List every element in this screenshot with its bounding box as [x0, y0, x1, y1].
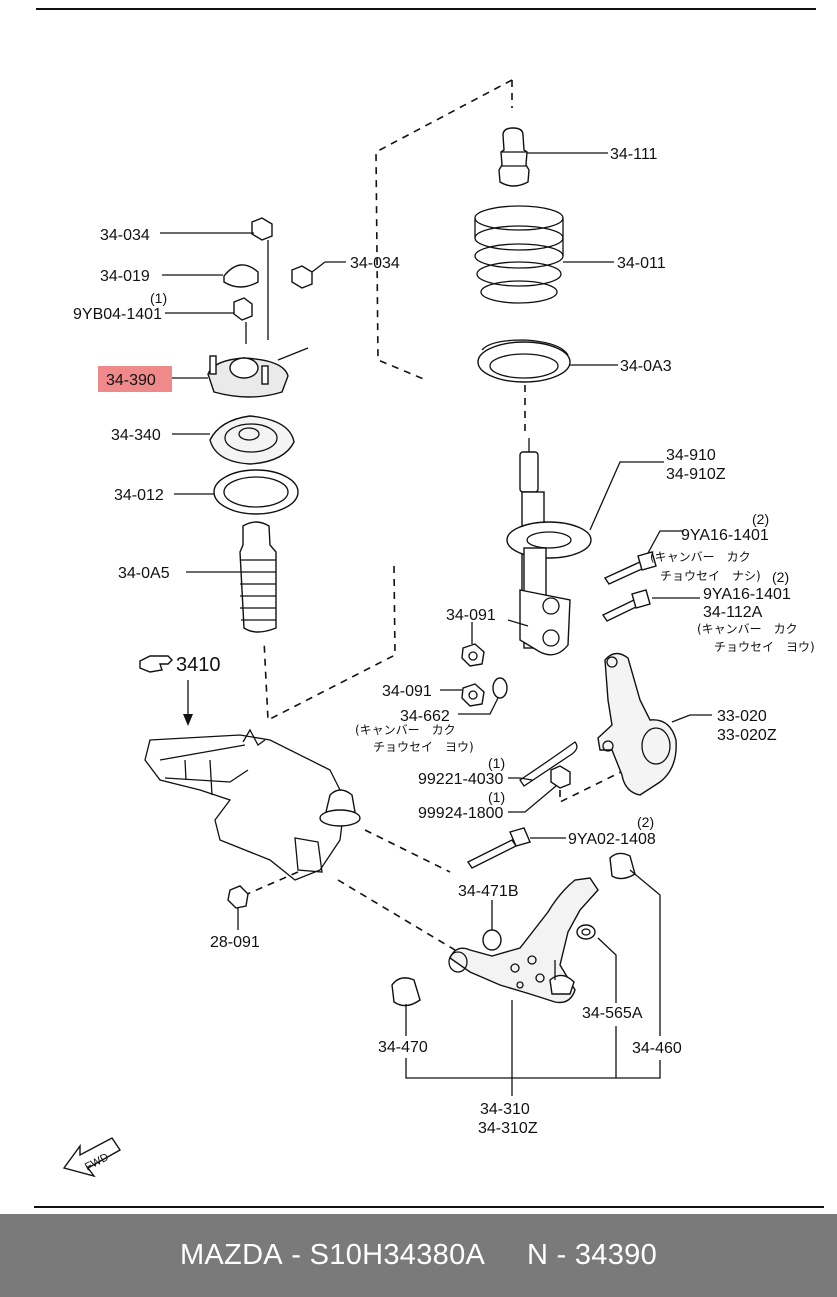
label-34-011[interactable]: 34-011: [617, 255, 666, 272]
suspension-diagram: FWD: [62, 79, 815, 1178]
footer-n: N: [526, 1239, 549, 1271]
coil-spring-drawing: [474, 205, 564, 304]
label-34-111[interactable]: 34-111: [610, 146, 658, 163]
footer-caption: MAZDA - S10H34380A N - 34390: [0, 1214, 837, 1297]
top-border: [36, 8, 816, 10]
upper-seat-drawing: [209, 415, 295, 465]
qty-9ya02: (2): [637, 814, 654, 830]
label-99924-1800[interactable]: 99924-1800: [418, 805, 504, 822]
cotter-pin-drawing: [519, 741, 578, 789]
label-9ya16-1401-b[interactable]: 9YA16-1401: [703, 586, 791, 603]
part-labels: 34-111 34-034 34-034 34-011 34-019 (1) 9…: [73, 146, 815, 1137]
footer-sep-2: -: [548, 1239, 575, 1271]
insulator-ring-drawing: [213, 469, 299, 515]
lower-arm-drawing: [448, 877, 599, 1004]
label-34-470[interactable]: 34-470: [378, 1039, 428, 1056]
note-camber-a2: チョウセイ ナシ): [660, 569, 761, 583]
footer-part-number: 34390: [574, 1239, 658, 1271]
note-camber-b2: チョウセイ ヨウ): [714, 640, 815, 654]
qty-9ya16-b: (2): [772, 569, 789, 585]
spring-seat-drawing: [477, 339, 571, 383]
subframe-nut-drawing: [227, 885, 249, 909]
note-camber-c1: (キャンバー カク: [355, 723, 456, 737]
qty-9yb04: (1): [150, 290, 167, 306]
label-28-091[interactable]: 28-091: [210, 934, 260, 951]
label-34-910[interactable]: 34-910: [666, 447, 716, 464]
label-group-3410[interactable]: 3410: [176, 654, 221, 676]
pointing-hand-icon: [139, 655, 193, 726]
label-34-012[interactable]: 34-012: [114, 487, 164, 504]
label-34-460[interactable]: 34-460: [632, 1040, 682, 1057]
label-99221-4030[interactable]: 99221-4030: [418, 771, 504, 788]
subframe-drawing: [144, 728, 361, 881]
label-34-034-left[interactable]: 34-034: [100, 227, 150, 244]
fwd-arrow-icon: FWD: [62, 1137, 122, 1178]
bottom-border: [34, 1206, 824, 1208]
label-34-0a3[interactable]: 34-0A3: [620, 358, 672, 375]
footer-gap: [485, 1239, 527, 1272]
dust-boot-drawing: [239, 521, 277, 633]
label-9yb04-1401[interactable]: 9YB04-1401: [73, 306, 162, 323]
label-34-019[interactable]: 34-019: [100, 268, 150, 285]
label-34-390[interactable]: 34-390: [106, 372, 156, 389]
label-33-020[interactable]: 33-020: [717, 708, 767, 725]
label-33-020z[interactable]: 33-020Z: [717, 727, 777, 744]
bump-stop-drawing: [498, 127, 530, 187]
qty-99924: (1): [488, 789, 505, 805]
qty-99221: (1): [488, 755, 505, 771]
bushings-drawing: [391, 852, 636, 1007]
footer-brand: MAZDA: [179, 1239, 283, 1271]
top-mount-drawing: [207, 217, 313, 398]
label-34-034-right[interactable]: 34-034: [350, 255, 400, 272]
leader-lines: [160, 152, 712, 1096]
footer-sep-1: -: [282, 1239, 310, 1271]
label-34-310[interactable]: 34-310: [480, 1101, 530, 1118]
nuts-drawing: [461, 643, 508, 707]
label-9ya02-1408[interactable]: 9YA02-1408: [568, 831, 656, 848]
note-camber-c2: チョウセイ ヨウ): [373, 740, 474, 754]
highlight-box: [98, 366, 172, 392]
label-34-471b[interactable]: 34-471B: [458, 883, 519, 900]
knuckle-drawing: [597, 652, 677, 796]
footer-catalog-code: S10H34380A: [309, 1239, 486, 1271]
arm-bolt-drawing: [466, 827, 531, 869]
label-34-310z[interactable]: 34-310Z: [478, 1120, 538, 1137]
note-camber-b1: (キャンバー カク: [697, 622, 798, 636]
label-34-910z[interactable]: 34-910Z: [666, 466, 726, 483]
label-34-091-top[interactable]: 34-091: [446, 607, 496, 624]
qty-9ya16-a: (2): [752, 511, 769, 527]
label-34-340[interactable]: 34-340: [111, 427, 161, 444]
strut-drawing: [506, 438, 592, 656]
label-34-091-bottom[interactable]: 34-091: [382, 683, 432, 700]
label-9ya16-1401-a[interactable]: 9YA16-1401: [681, 527, 769, 544]
camber-bolts-drawing: [601, 551, 657, 622]
note-camber-a1: (キャンバー カク: [650, 550, 751, 564]
label-34-0a5[interactable]: 34-0A5: [118, 565, 170, 582]
label-34-112a[interactable]: 34-112A: [703, 604, 763, 621]
label-34-662[interactable]: 34-662: [400, 708, 450, 725]
label-34-565a[interactable]: 34-565A: [582, 1005, 643, 1022]
